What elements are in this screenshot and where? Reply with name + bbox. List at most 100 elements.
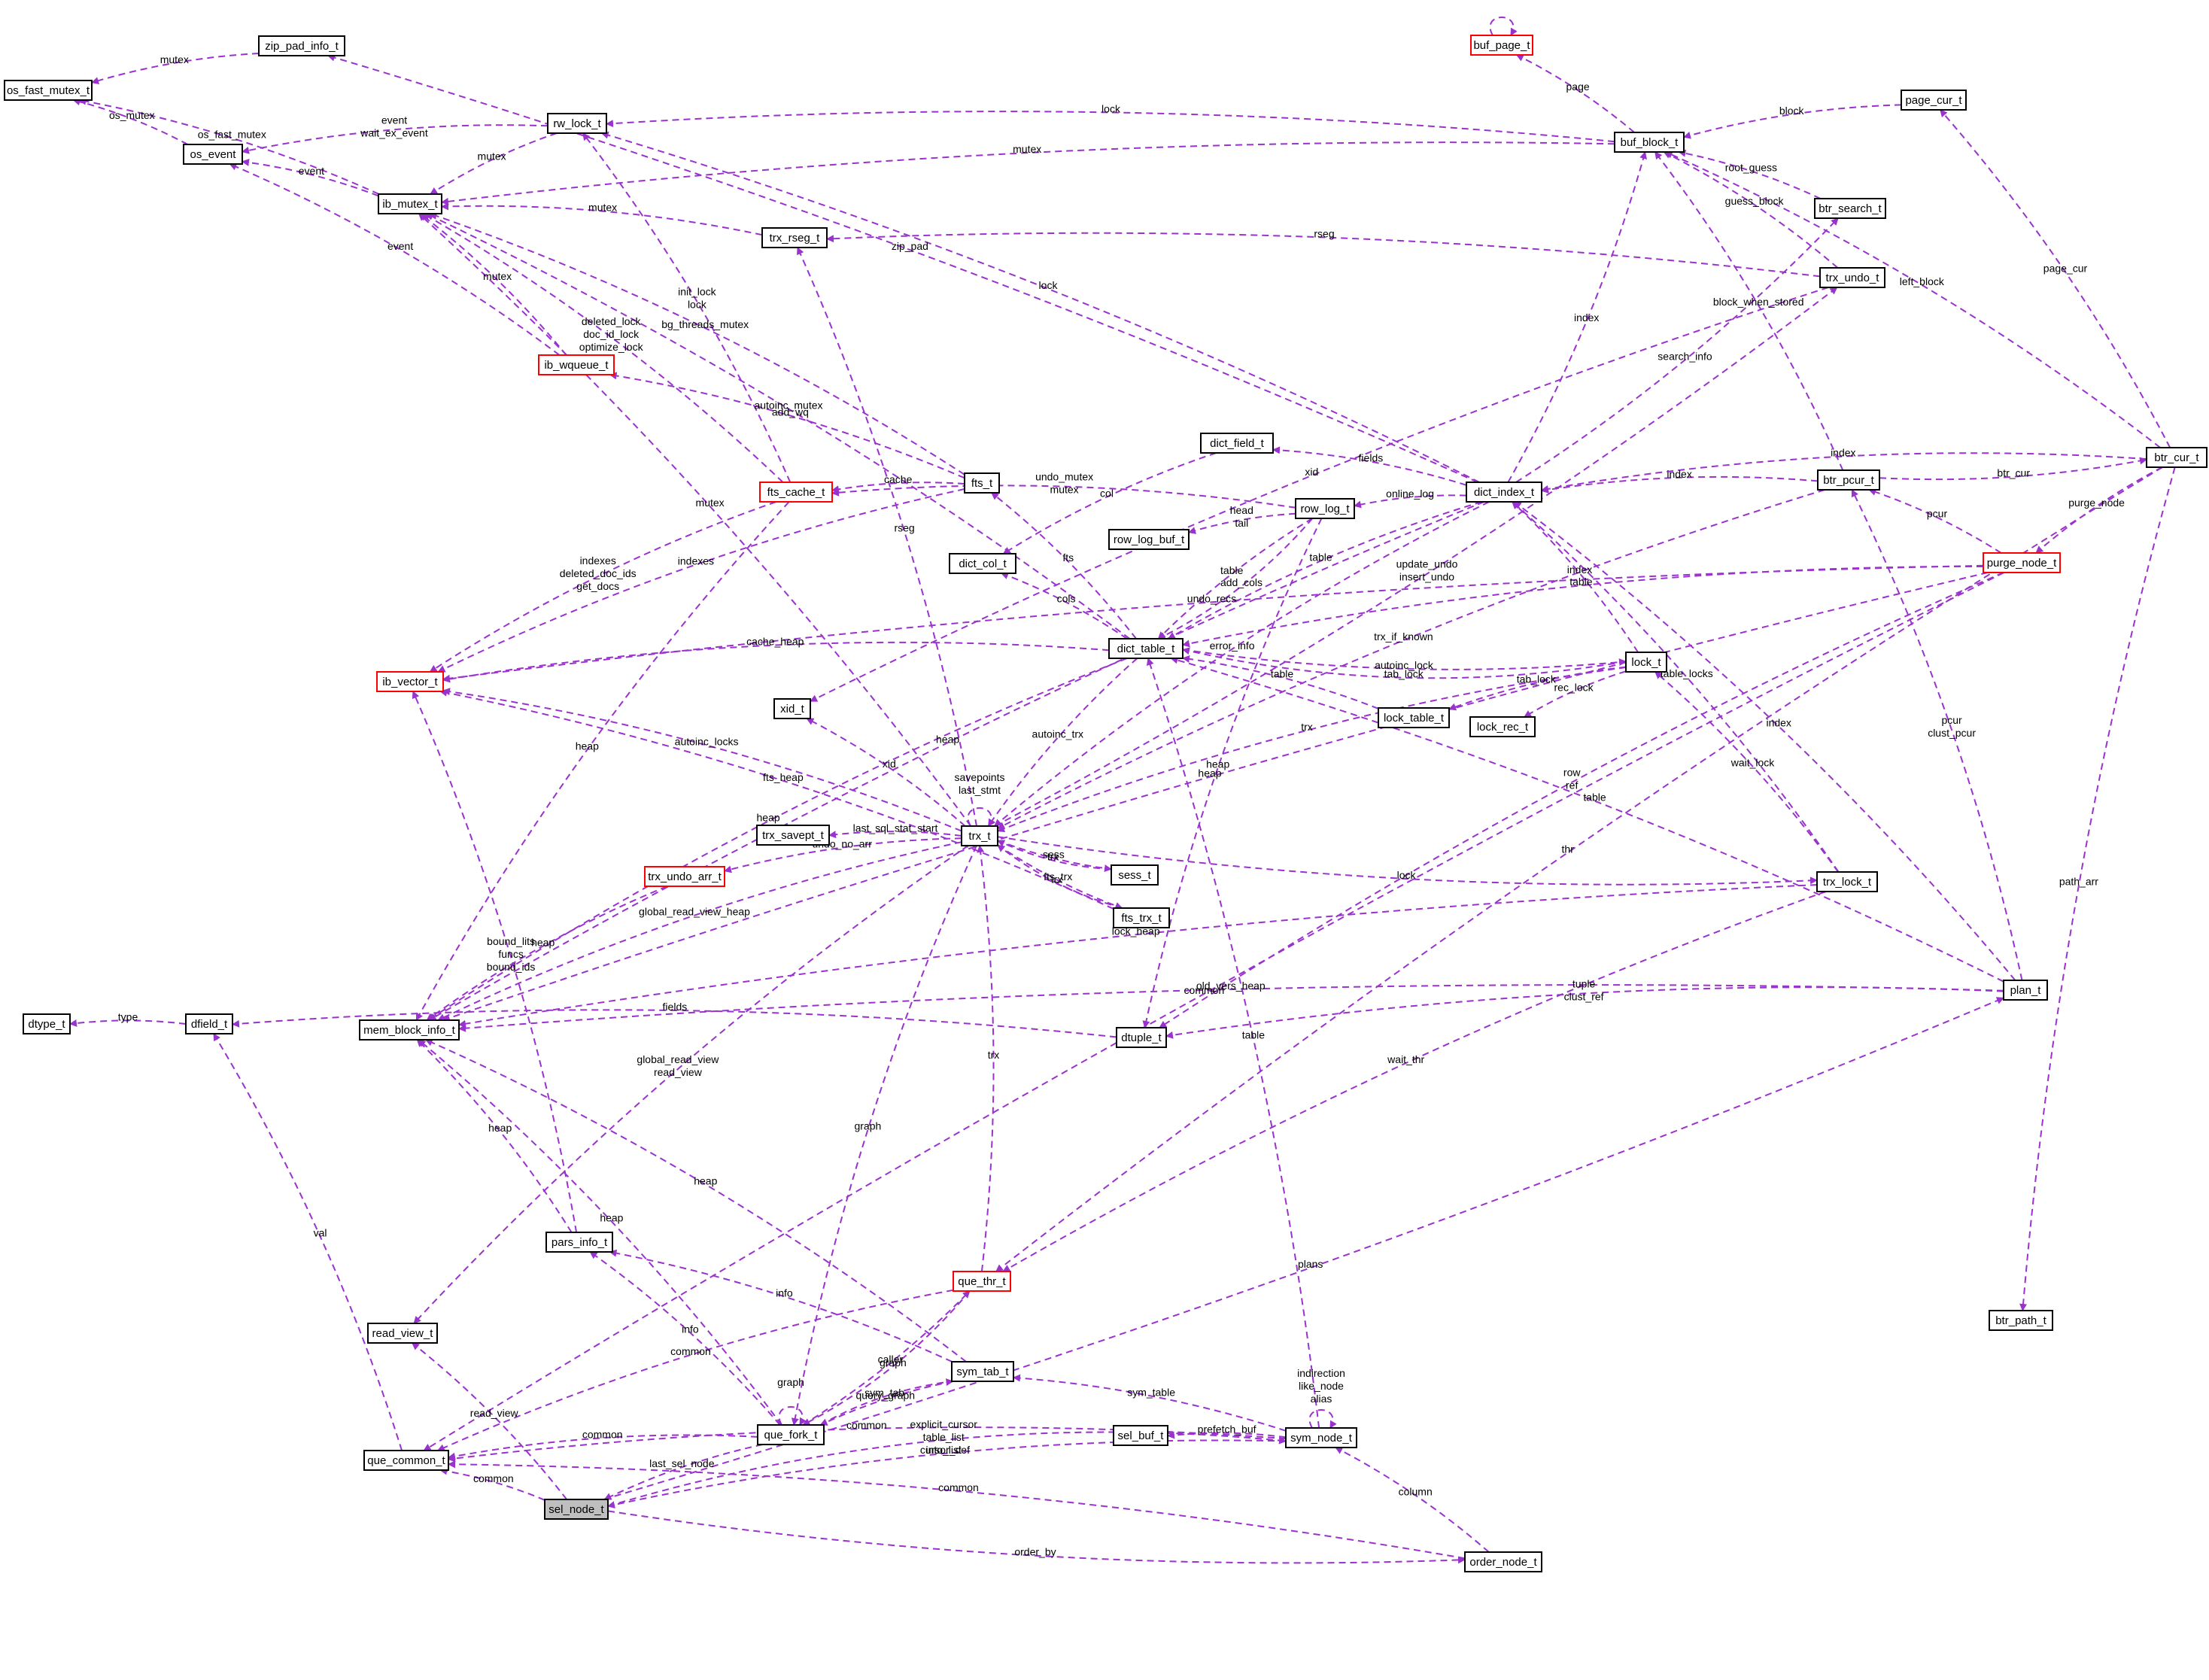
node-label: plan_t bbox=[2010, 984, 2042, 997]
edge-line bbox=[607, 1431, 1287, 1507]
node-read-view-t[interactable]: read_view_t bbox=[367, 1323, 438, 1344]
node-trx-savept-t[interactable]: trx_savept_t bbox=[756, 825, 830, 846]
node-buf-page-t[interactable]: buf_page_t bbox=[1470, 35, 1533, 56]
edge-fts_cache_t-to-ib_vector_t bbox=[429, 501, 776, 673]
edge-purge_node_t-to-btr_pcur_t bbox=[1868, 488, 2002, 554]
node-purge-node-t[interactable]: purge_node_t bbox=[1983, 552, 2061, 573]
node-row-log-t[interactable]: row_log_t bbox=[1295, 498, 1355, 519]
node-trx-undo-arr-t[interactable]: trx_undo_arr_t bbox=[644, 866, 725, 887]
node-label: sym_node_t bbox=[1290, 1432, 1353, 1445]
node-box bbox=[953, 1271, 1011, 1292]
node-trx-lock-t[interactable]: trx_lock_t bbox=[1816, 871, 1878, 892]
edge-trx_lock_t-to-lock_t bbox=[1654, 671, 1839, 873]
edge-plan_t-to-dtuple_t bbox=[1165, 986, 2004, 1039]
node-fts-cache-t[interactable]: fts_cache_t bbox=[759, 482, 833, 503]
node-mem-block-info-t[interactable]: mem_block_info_t bbox=[359, 1019, 460, 1041]
edge-line bbox=[1664, 151, 2161, 448]
node-trx-rseg-t[interactable]: trx_rseg_t bbox=[761, 227, 828, 248]
node-rw-lock-t[interactable]: rw_lock_t bbox=[547, 113, 607, 134]
node-que-common-t[interactable]: que_common_t bbox=[363, 1450, 449, 1471]
node-ib-vector-t[interactable]: ib_vector_t bbox=[376, 671, 444, 692]
node-dtype-t[interactable]: dtype_t bbox=[23, 1013, 71, 1034]
node-buf-block-t[interactable]: buf_block_t bbox=[1614, 132, 1685, 153]
edge-label: lock bbox=[1101, 102, 1121, 114]
edge-label: cache bbox=[884, 473, 913, 485]
node-trx-undo-t[interactable]: trx_undo_t bbox=[1819, 267, 1885, 288]
edge-line bbox=[442, 641, 1110, 683]
edge-label: autoinc_locks bbox=[675, 736, 739, 748]
node-que-thr-t[interactable]: que_thr_t bbox=[953, 1271, 1011, 1292]
node-order-node-t[interactable]: order_node_t bbox=[1464, 1551, 1542, 1572]
node-ib-wqueue-t[interactable]: ib_wqueue_t bbox=[538, 354, 615, 375]
edge-sym_node_t-to-sym_tab_t bbox=[1013, 1374, 1287, 1432]
node-lock-t[interactable]: lock_t bbox=[1625, 652, 1667, 673]
node-btr-path-t[interactable]: btr_path_t bbox=[1989, 1310, 2053, 1331]
node-que-fork-t[interactable]: que_fork_t bbox=[757, 1424, 825, 1445]
node-lock-rec-t[interactable]: lock_rec_t bbox=[1469, 716, 1536, 737]
edge-label: page bbox=[1566, 81, 1590, 93]
node-dict-index-t[interactable]: dict_index_t bbox=[1466, 482, 1542, 503]
node-box bbox=[367, 1323, 438, 1344]
node-fts-trx-t[interactable]: fts_trx_t bbox=[1113, 907, 1170, 928]
edge-sym_tab_t-to-que_fork_t bbox=[819, 1381, 953, 1426]
edge-label: order_by bbox=[1014, 1546, 1056, 1558]
edge-label: heap bbox=[576, 740, 599, 752]
node-btr-pcur-t[interactable]: btr_pcur_t bbox=[1817, 469, 1880, 491]
edge-label: tab_lock bbox=[1517, 673, 1557, 685]
edge-dict_table_t-to-lock_t bbox=[1182, 649, 1627, 670]
node-label: sess_t bbox=[1118, 869, 1151, 882]
node-dtuple-t[interactable]: dtuple_t bbox=[1116, 1027, 1167, 1048]
node-label: btr_path_t bbox=[1995, 1314, 2046, 1327]
edge-label: sess bbox=[1043, 849, 1065, 861]
node-os-event[interactable]: os_event bbox=[183, 144, 243, 165]
edge-trx_undo_t-to-buf_block_t bbox=[1663, 151, 1839, 269]
node-btr-search-t[interactable]: btr_search_t bbox=[1814, 198, 1886, 219]
node-fts-t[interactable]: fts_t bbox=[964, 472, 1000, 494]
edge-btr_pcur_t-to-buf_block_t bbox=[1654, 151, 1844, 471]
node-dict-field-t[interactable]: dict_field_t bbox=[1200, 433, 1274, 454]
node-plan-t[interactable]: plan_t bbox=[2003, 980, 2048, 1001]
node-sel-buf-t[interactable]: sel_buf_t bbox=[1113, 1425, 1168, 1446]
node-zip-pad-info-t[interactable]: zip_pad_info_t bbox=[258, 35, 345, 56]
node-label: read_view_t bbox=[372, 1327, 434, 1340]
node-box bbox=[2003, 980, 2048, 1001]
node-box bbox=[1113, 1425, 1168, 1446]
node-dict-col-t[interactable]: dict_col_t bbox=[949, 553, 1016, 574]
edge-label: indexes bbox=[678, 555, 714, 567]
node-xid-t[interactable]: xid_t bbox=[773, 698, 811, 719]
node-label: buf_page_t bbox=[1473, 39, 1530, 52]
node-dict-table-t[interactable]: dict_table_t bbox=[1108, 638, 1184, 659]
edge-line bbox=[1851, 489, 2023, 981]
node-box bbox=[1116, 1027, 1167, 1048]
edge-btr_cur_t-to-page_cur_t bbox=[1940, 109, 2171, 448]
node-box bbox=[1113, 907, 1170, 928]
node-row-log-buf-t[interactable]: row_log_buf_t bbox=[1108, 529, 1190, 550]
node-dfield-t[interactable]: dfield_t bbox=[185, 1013, 233, 1034]
edge-label: sym_table bbox=[1127, 1387, 1175, 1399]
node-label: lock_rec_t bbox=[1477, 721, 1529, 734]
edge-label: read_view bbox=[470, 1407, 519, 1419]
edge-label: index bbox=[1667, 468, 1691, 480]
node-page-cur-t[interactable]: page_cur_t bbox=[1901, 90, 1967, 111]
edge-sym_tab_t-to-pars_info_t bbox=[609, 1249, 953, 1363]
node-sess-t[interactable]: sess_t bbox=[1111, 864, 1159, 886]
node-box bbox=[756, 825, 830, 846]
node-label: dict_table_t bbox=[1117, 643, 1176, 655]
node-trx-t[interactable]: trx_t bbox=[961, 825, 998, 846]
node-ib-mutex-t[interactable]: ib_mutex_t bbox=[378, 193, 442, 214]
node-lock-table-t[interactable]: lock_table_t bbox=[1378, 707, 1450, 728]
node-btr-cur-t[interactable]: btr_cur_t bbox=[2146, 447, 2207, 468]
edge-label: heap bbox=[936, 733, 959, 745]
node-sym-node-t[interactable]: sym_node_t bbox=[1285, 1427, 1357, 1448]
node-sym-tab-t[interactable]: sym_tab_t bbox=[951, 1361, 1014, 1382]
node-sel-node-t[interactable]: sel_node_t bbox=[544, 1499, 609, 1520]
node-pars-info-t[interactable]: pars_info_t bbox=[545, 1232, 613, 1253]
edge-line bbox=[778, 1406, 807, 1426]
edge-line bbox=[78, 97, 380, 195]
node-label: purge_node_t bbox=[1987, 557, 2057, 570]
edge-lock_t-to-trx_t bbox=[997, 667, 1627, 833]
node-os-fast-mutex-t[interactable]: os_fast_mutex_t bbox=[4, 80, 93, 101]
edge-btr_pcur_t-to-btr_cur_t bbox=[1879, 457, 2147, 481]
edge-line bbox=[1541, 452, 2147, 493]
